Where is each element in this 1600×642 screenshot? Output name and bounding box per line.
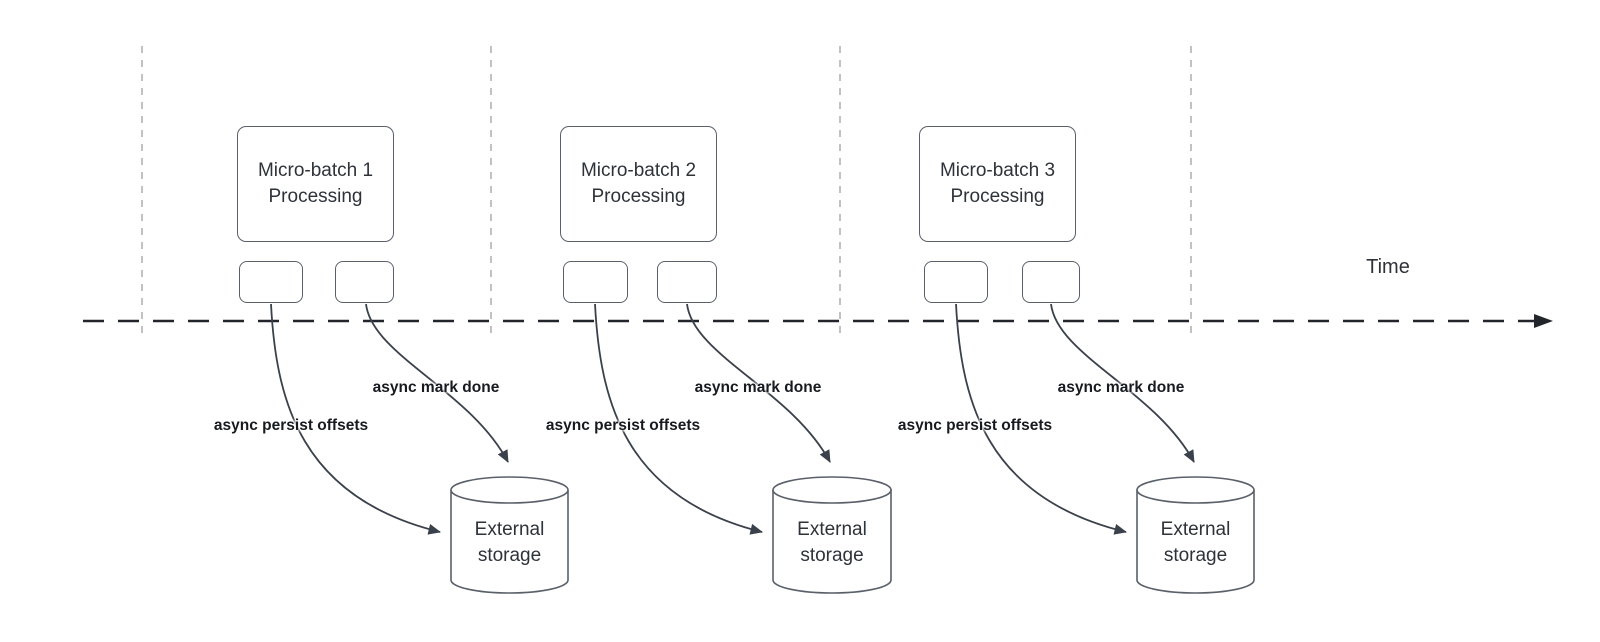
external-storage-label-1: External storage xyxy=(451,517,568,569)
batch-2-mark-done-label: async mark done xyxy=(694,379,822,396)
batch-1-mark-done-arrow xyxy=(365,303,509,463)
batch-3-mark-done-node xyxy=(1022,261,1080,303)
micro-batch-3-processing-box: Micro-batch 3 Processing xyxy=(919,126,1076,242)
external-storage-cylinder-2 xyxy=(772,476,892,594)
batch-3-mark-done-arrow xyxy=(1050,303,1195,463)
micro-batch-1-title-line2: Processing xyxy=(268,186,363,207)
micro-batch-1-title-line1: Micro-batch 1 xyxy=(257,160,374,181)
micro-batch-2-title-line1: Micro-batch 2 xyxy=(580,160,697,181)
batch-2-mark-done-arrow xyxy=(686,303,831,463)
external-storage-1-line1: External xyxy=(474,519,545,540)
batch-2-persist-offsets-label: async persist offsets xyxy=(545,417,701,434)
micro-batch-3-title-line1: Micro-batch 3 xyxy=(939,160,1056,181)
batch-1-persist-offsets-label: async persist offsets xyxy=(213,417,369,434)
external-storage-2-line1: External xyxy=(797,519,867,540)
micro-batch-1-processing-box: Micro-batch 1 Processing xyxy=(237,126,394,242)
batch-1-mark-done-label: async mark done xyxy=(372,379,500,396)
batch-1-persist-offsets-node xyxy=(239,261,303,303)
external-storage-1-line2: storage xyxy=(477,545,542,566)
external-storage-cylinder-3 xyxy=(1136,476,1255,594)
external-storage-cylinder-1 xyxy=(450,476,569,594)
batch-1-persist-offsets-arrow xyxy=(270,303,441,535)
batch-3-persist-offsets-arrow xyxy=(955,303,1127,535)
micro-batch-2-processing-box: Micro-batch 2 Processing xyxy=(560,126,717,242)
batch-3-persist-offsets-label: async persist offsets xyxy=(897,417,1053,434)
external-storage-label-3: External storage xyxy=(1137,517,1254,569)
time-axis-label: Time xyxy=(1366,256,1410,278)
micro-batch-2-title-line2: Processing xyxy=(591,186,686,207)
batch-3-persist-offsets-node xyxy=(924,261,988,303)
external-storage-2-line2: storage xyxy=(800,545,864,566)
batch-3-mark-done-label: async mark done xyxy=(1057,379,1185,396)
batch-2-persist-offsets-node xyxy=(563,261,628,303)
batch-2-persist-offsets-arrow xyxy=(594,303,763,535)
batch-1-mark-done-node xyxy=(335,261,394,303)
external-storage-3-line1: External xyxy=(1160,519,1231,540)
batch-2-mark-done-node xyxy=(657,261,717,303)
external-storage-3-line2: storage xyxy=(1163,545,1228,566)
external-storage-label-2: External storage xyxy=(773,517,891,569)
micro-batch-3-title-line2: Processing xyxy=(950,186,1045,207)
